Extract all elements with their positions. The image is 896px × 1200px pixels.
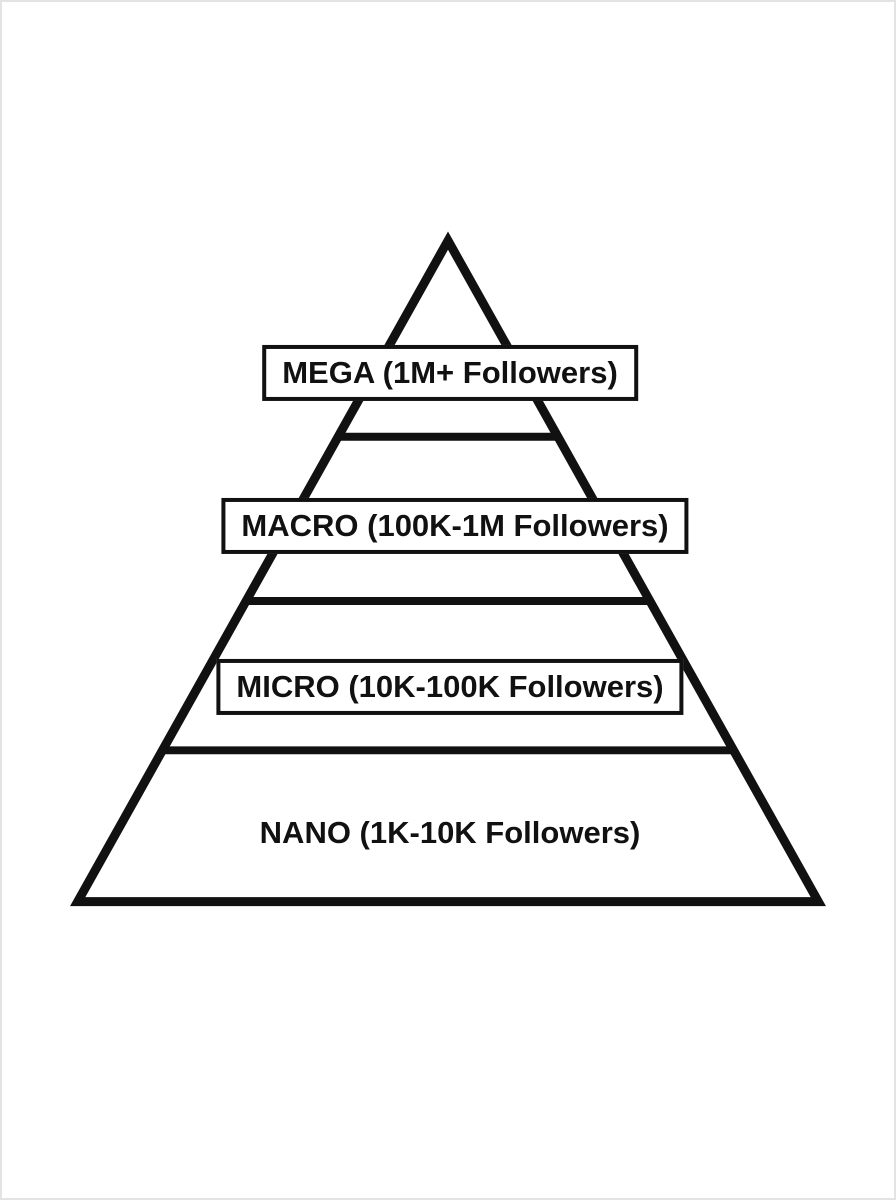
tier-label-mega: MEGA (1M+ Followers) bbox=[262, 344, 638, 402]
tier-label-nano: NANO (1K-10K Followers) bbox=[259, 814, 641, 850]
tier-label-macro: MACRO (100K-1M Followers) bbox=[221, 497, 689, 555]
tier-label-micro: MICRO (10K-100K Followers) bbox=[216, 658, 684, 716]
pyramid-outline bbox=[70, 231, 826, 907]
